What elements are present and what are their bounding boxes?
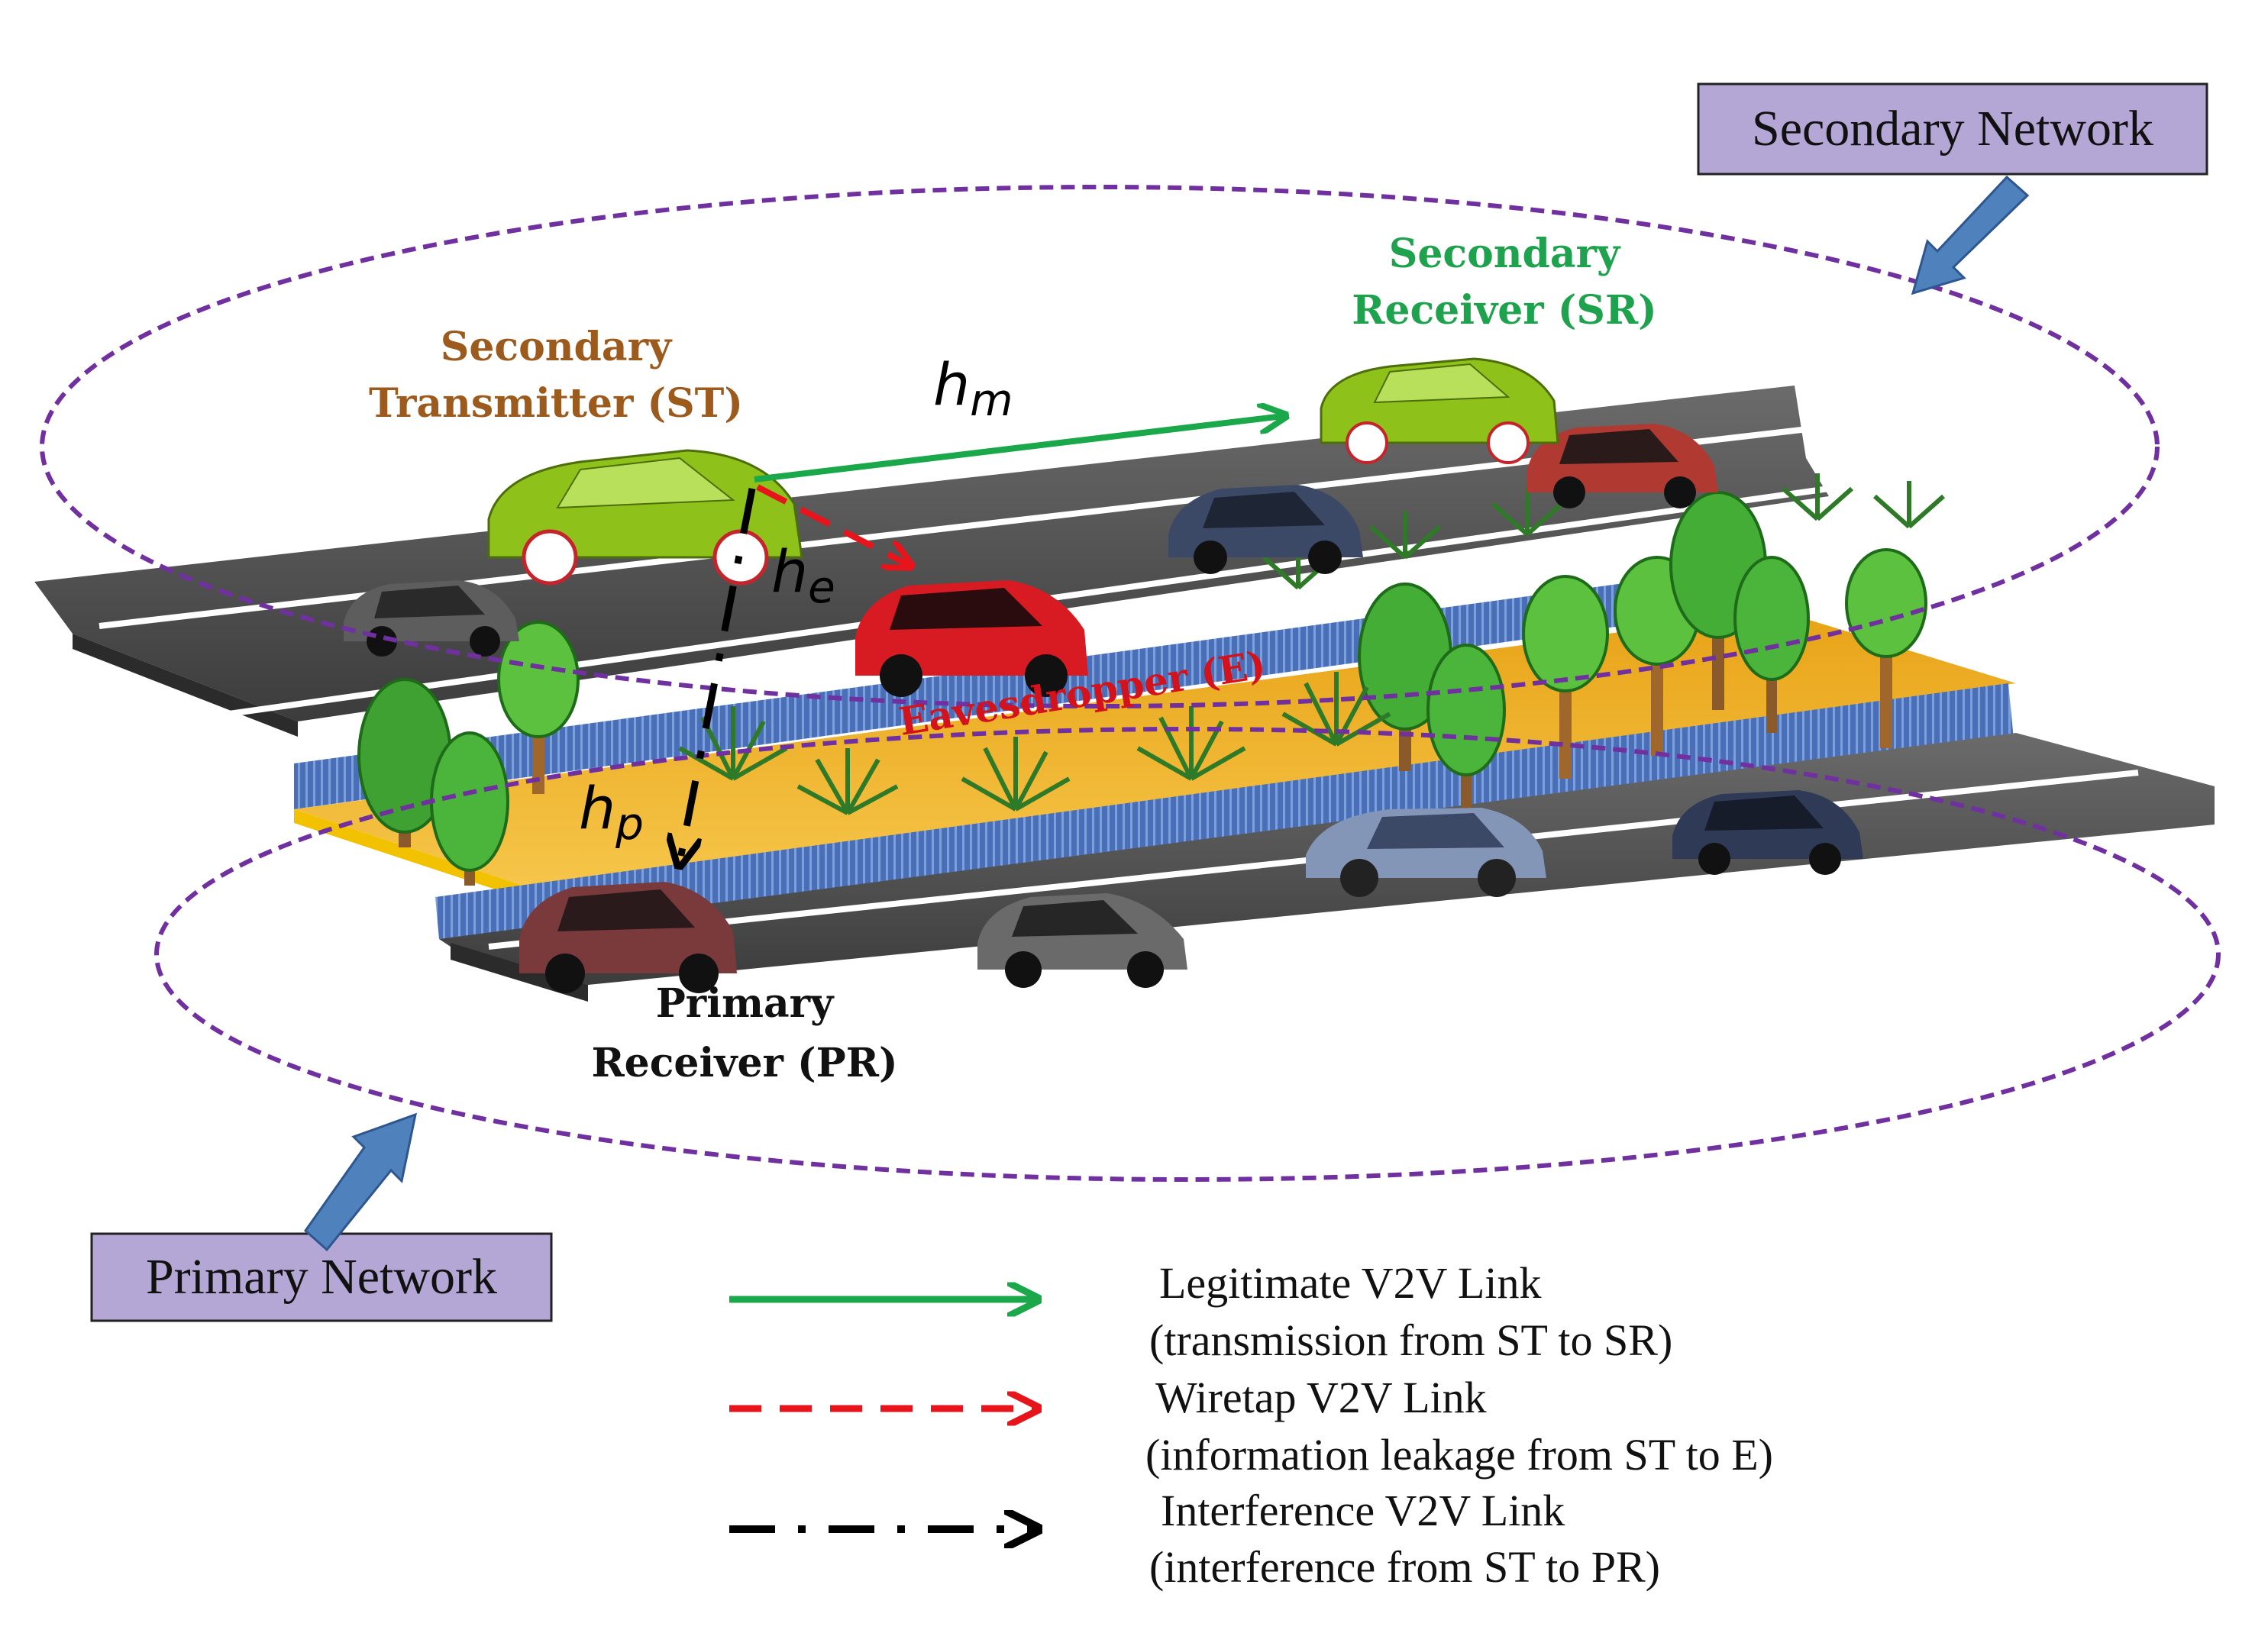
secondary-network-label: Secondary Network <box>1752 101 2153 157</box>
legend-interf-title: Interference V2V Link <box>1161 1486 1565 1535</box>
legend-wiretap-title: Wiretap V2V Link <box>1155 1373 1487 1422</box>
channel-prim-sub: p <box>615 798 644 850</box>
main-link-arrow <box>754 416 1283 482</box>
pr-label-line1: Primary <box>656 980 835 1027</box>
background-cars <box>344 424 1863 988</box>
channel-eve-sub: e <box>808 561 835 613</box>
trees <box>357 491 1927 886</box>
primary-network-box <box>90 1232 553 1322</box>
highway-scene <box>34 357 2215 1002</box>
pr-label-line2: Receiver (PR) <box>591 1040 897 1086</box>
eve-car <box>855 580 1088 697</box>
secondary-network-ellipse <box>40 185 2160 708</box>
primary-pointer-arrow <box>304 1112 418 1252</box>
sr-label-line2: Receiver (SR) <box>1352 287 1657 334</box>
channel-main-sub: m <box>970 374 1013 426</box>
channel-main-base: h <box>933 350 970 418</box>
legend-legit-title: Legitimate V2V Link <box>1159 1258 1541 1308</box>
st-label-line2: Transmitter (ST) <box>369 380 743 427</box>
legend: Legitimate V2V Link (transmission from S… <box>729 1258 1773 1592</box>
legend-wiretap-desc: (information leakage from ST to E) <box>1145 1430 1773 1480</box>
primary-network-ellipse <box>154 727 2221 1182</box>
grass-tufts <box>678 473 1945 815</box>
channel-eve-label: he <box>771 537 835 613</box>
channel-main-label: hm <box>933 350 1013 426</box>
pr-car <box>519 882 737 993</box>
channel-prim-label: hp <box>579 774 644 850</box>
secondary-pointer-arrow <box>1911 175 2030 295</box>
channel-eve-base: h <box>771 537 808 605</box>
interference-link-arrow <box>680 488 756 863</box>
st-car <box>487 449 803 586</box>
legend-legit-desc: (transmission from ST to SR) <box>1149 1315 1672 1365</box>
legend-interf-desc: (interference from ST to PR) <box>1149 1542 1660 1592</box>
wiretap-link-arrow <box>756 484 909 565</box>
sr-label-line1: Secondary <box>1389 231 1621 277</box>
st-label-line1: Secondary <box>441 324 673 370</box>
primary-network-label: Primary Network <box>146 1249 497 1305</box>
channel-prim-base: h <box>579 774 615 842</box>
secondary-network-box <box>1697 82 2208 176</box>
lower-fence <box>435 683 2016 939</box>
sr-car <box>1320 357 1559 464</box>
